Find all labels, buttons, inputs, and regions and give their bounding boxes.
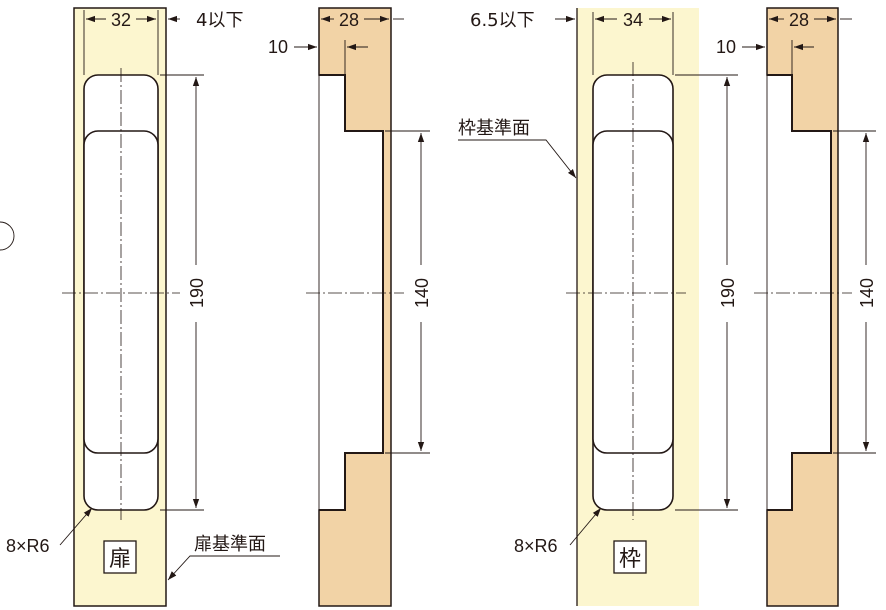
frame-bottom-labels: 8×R6 枠 (514, 507, 647, 574)
frame-top-dimensions: 34 6.5以下 (470, 10, 674, 75)
frame-radius-label: 8×R6 (514, 536, 558, 556)
frame-side-step-dimension: 10 (716, 37, 736, 57)
frame-side-top-dimensions: 28 10 (716, 8, 852, 75)
door-reference-label: 扉基準面 (194, 534, 266, 555)
door-radius-label: 8×R6 (6, 536, 50, 556)
door-clearance-dimension: 4以下 (196, 10, 243, 31)
door-front-view (62, 7, 180, 607)
door-side-wood (318, 7, 392, 607)
frame-front-view (566, 8, 699, 606)
door-side-view (306, 7, 404, 607)
door-label-box (103, 540, 137, 574)
frame-side-wood (766, 7, 839, 607)
door-box-label: 扉 (109, 547, 131, 572)
door-side-height-dimension: 140 (412, 278, 432, 308)
partial-circle-mark (0, 221, 15, 251)
frame-side-height-dimension: 140 (857, 278, 877, 308)
door-height-dimension: 190 (187, 278, 207, 308)
frame-clearance-dimension: 6.5以下 (470, 10, 535, 31)
frame-label-box (613, 540, 647, 574)
door-bottom-labels: 8×R6 扉 扉基準面 (6, 507, 280, 581)
door-side-step-dimension: 10 (268, 37, 288, 57)
frame-side-depth-dimension: 28 (789, 10, 809, 30)
door-width-dimension: 32 (111, 10, 131, 30)
door-side-height-group: 140 (385, 130, 432, 454)
frame-side-hinge-outline (767, 74, 832, 511)
frame-side-view (754, 7, 852, 607)
frame-width-dimension: 34 (623, 10, 643, 30)
frame-box-label: 枠 (619, 547, 641, 572)
frame-reference-group: 枠基準面 (458, 118, 577, 179)
door-top-dimensions: 32 4以下 (83, 10, 243, 75)
door-side-depth-dimension: 28 (339, 10, 359, 30)
frame-height-dimension-group: 190 (675, 74, 738, 511)
door-height-dimension-group: 190 (160, 74, 207, 511)
door-side-top-dimensions: 28 10 (268, 8, 404, 75)
door-side-hinge-outline (319, 74, 384, 511)
frame-side-height-group: 140 (833, 130, 877, 454)
frame-reference-label: 枠基準面 (458, 118, 530, 139)
frame-height-dimension: 190 (718, 278, 738, 308)
